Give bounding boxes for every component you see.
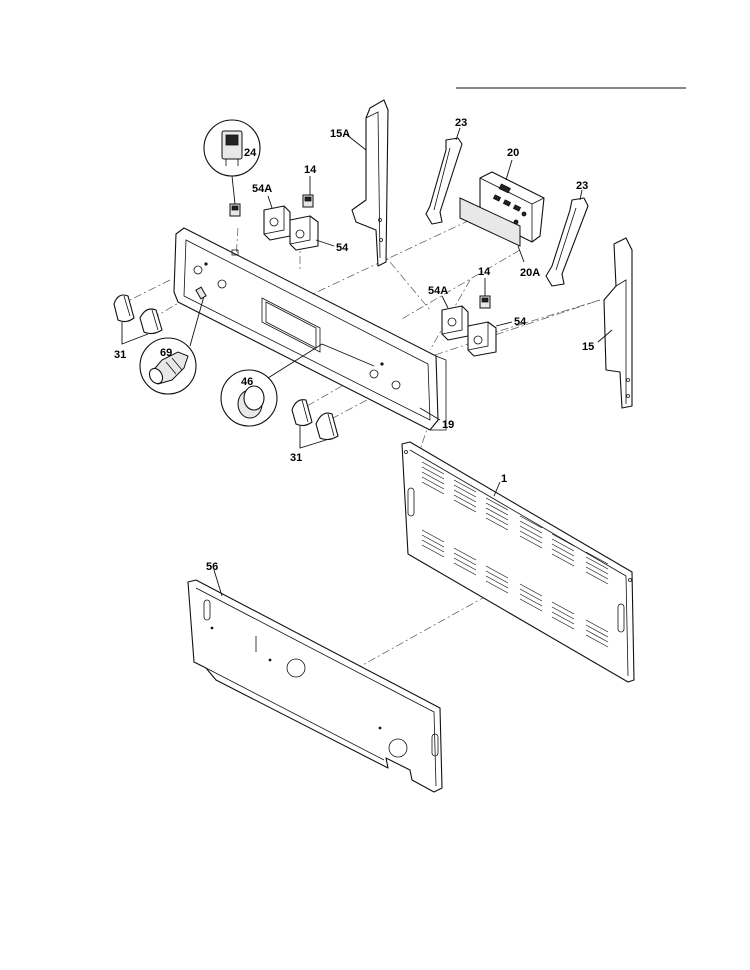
overlay-label[interactable] bbox=[459, 197, 525, 263]
infinite-switch-upper-a[interactable] bbox=[263, 195, 291, 241]
label-14-lower: 14 bbox=[478, 266, 491, 278]
indicator-light-lower[interactable] bbox=[479, 278, 491, 309]
label-31-right: 31 bbox=[290, 452, 302, 464]
back-panel[interactable] bbox=[401, 441, 635, 683]
label-23-left: 23 bbox=[455, 117, 467, 129]
label-54-lower: 54 bbox=[514, 316, 527, 328]
part-labels: 1 14 14 15 15A 19 20 20A 23 23 24 31 31 … bbox=[114, 117, 594, 573]
bracket-left[interactable] bbox=[425, 127, 463, 225]
label-46: 46 bbox=[241, 376, 253, 388]
knobs-right[interactable] bbox=[291, 399, 339, 449]
label-54a-lower: 54A bbox=[428, 285, 448, 297]
label-24: 24 bbox=[244, 147, 257, 159]
bracket-right[interactable] bbox=[545, 189, 589, 287]
label-69: 69 bbox=[160, 347, 172, 359]
lower-panel[interactable] bbox=[187, 569, 443, 793]
label-56: 56 bbox=[206, 561, 218, 573]
label-1: 1 bbox=[501, 473, 507, 485]
infinite-switch-lower-a[interactable] bbox=[441, 295, 469, 341]
label-19: 19 bbox=[442, 419, 454, 431]
infinite-switch-lower[interactable] bbox=[467, 321, 513, 357]
label-15: 15 bbox=[582, 341, 594, 353]
infinite-switch-upper[interactable] bbox=[289, 215, 335, 251]
label-20: 20 bbox=[507, 147, 519, 159]
label-20a: 20A bbox=[520, 267, 540, 279]
label-15a: 15A bbox=[330, 128, 350, 140]
control-panel[interactable] bbox=[173, 227, 447, 431]
knobs-left[interactable] bbox=[113, 294, 163, 345]
label-54a-upper: 54A bbox=[252, 183, 272, 195]
button-callout[interactable] bbox=[220, 343, 375, 427]
rocker-switch-callout[interactable] bbox=[203, 119, 261, 217]
label-14-upper: 14 bbox=[304, 164, 317, 176]
label-23-right: 23 bbox=[576, 180, 588, 192]
label-31-left: 31 bbox=[114, 349, 126, 361]
indicator-bulb-callout[interactable] bbox=[139, 286, 207, 395]
label-54-upper: 54 bbox=[336, 242, 349, 254]
end-cap-left[interactable] bbox=[346, 99, 389, 267]
end-cap-right[interactable] bbox=[597, 237, 633, 409]
indicator-light-upper[interactable] bbox=[302, 176, 314, 208]
